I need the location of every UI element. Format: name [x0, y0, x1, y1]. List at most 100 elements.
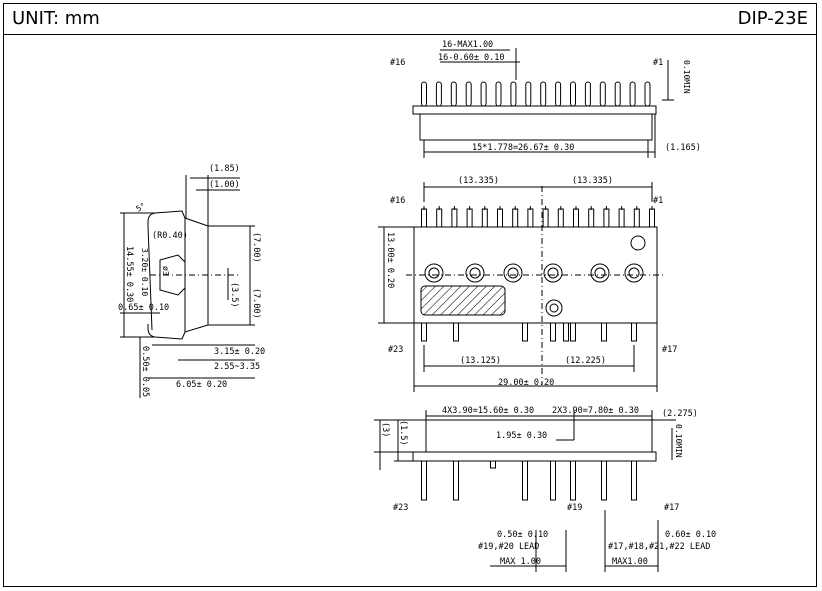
front-top-pin — [466, 208, 473, 228]
mounting-hole — [424, 263, 444, 283]
top-pin — [584, 81, 591, 107]
front-top-pin — [618, 208, 625, 228]
front-bottom-pin — [570, 322, 576, 342]
side-view-hole — [159, 254, 186, 296]
front-pin23-label: #23 — [388, 345, 403, 355]
mounting-hole-inner — [428, 267, 440, 279]
pin-width-label: 16-0.60± 0.10 — [438, 53, 505, 63]
index-mark — [630, 235, 646, 251]
side-radius-label: (R0.40) — [152, 231, 188, 241]
mounting-hole — [543, 263, 563, 283]
mounting-hole — [545, 299, 563, 317]
side-lead-offset-label: 0.50± 0.05 — [140, 346, 150, 397]
bottom-pin — [601, 460, 607, 501]
front-top-pin — [497, 208, 503, 228]
bottom-d3-label: (3) — [380, 422, 390, 437]
top-pin — [570, 81, 576, 107]
bottom-min-label: 0.10MIN — [674, 424, 683, 458]
mounting-hole-inner — [547, 267, 559, 279]
side-hole-dia-label: ø3 — [161, 266, 170, 276]
front-top-pin — [451, 208, 458, 228]
side-lower-label: (7.00) — [251, 288, 261, 319]
mounting-hole-inner — [628, 267, 640, 279]
half-right-label: (13.335) — [572, 176, 613, 186]
side-lead-thickness-label: 0.65± 0.10 — [118, 303, 169, 313]
side-hole-depth-label: 3.20± 0.10 — [140, 248, 149, 296]
lead-a-pins-label: #19,#20 LEAD — [478, 542, 539, 552]
top-view-pins — [421, 81, 651, 107]
front-top-pin — [633, 208, 640, 228]
front-top-pin — [573, 208, 579, 228]
top-view-base — [412, 105, 657, 115]
body-length-label: 29.00± 0.20 — [498, 378, 554, 388]
front-top-pin — [527, 208, 534, 228]
top-pin — [421, 81, 427, 107]
end-offset-label: (1.165) — [665, 143, 701, 153]
front-top-pin — [421, 208, 427, 228]
lower-left-label: (13.125) — [460, 356, 501, 366]
front-top-pin — [436, 208, 443, 228]
mounting-holes — [424, 235, 646, 317]
bottom-pin23-label: #23 — [393, 503, 408, 513]
mounting-hole — [590, 263, 610, 283]
top-view-body — [419, 113, 653, 141]
bottom-pin17-label: #17 — [664, 503, 679, 513]
bottom-d15-label: (1.5) — [398, 420, 408, 446]
drawing-frame: UNIT: mm DIP-23E — [3, 3, 817, 587]
bottom-pin — [522, 460, 528, 501]
bottom-pin — [490, 460, 496, 469]
top-pin — [495, 81, 502, 107]
front-top-pin — [649, 208, 655, 228]
bottom-gap-label: 1.95± 0.30 — [496, 431, 547, 441]
top-pin — [480, 81, 487, 107]
lead-b-dim-label: 0.60± 0.10 — [665, 530, 716, 540]
top-pin1-label: #1 — [653, 58, 663, 68]
front-top-pin — [603, 208, 610, 228]
pitch-span-label: 15*1.778=26.67± 0.30 — [472, 143, 574, 153]
max-b-label: MAX1.00 — [612, 557, 648, 567]
front-bottom-pin — [601, 322, 607, 342]
front-top-pin — [588, 208, 595, 228]
half-left-label: (13.335) — [458, 176, 499, 186]
top-pin — [540, 81, 547, 107]
bottom-end-label: (2.275) — [662, 409, 698, 419]
top-view — [412, 48, 674, 158]
side-dim-b-label: 2.55~3.35 — [214, 362, 260, 372]
top-pin16-label: #16 — [390, 58, 405, 68]
top-pin — [614, 81, 621, 107]
top-pin — [599, 81, 606, 107]
bottom-pitch-right-label: 2X3.90=7.80± 0.30 — [552, 406, 639, 416]
bottom-view-base — [412, 451, 657, 462]
mounting-hole — [624, 263, 644, 283]
top-pin — [465, 81, 472, 107]
top-pin — [525, 81, 532, 107]
top-pin — [510, 81, 517, 107]
side-view — [120, 175, 255, 398]
front-top-pin — [542, 208, 549, 228]
side-d185-label: (1.85) — [209, 164, 240, 174]
bottom-pin — [421, 460, 427, 501]
front-view — [378, 182, 665, 392]
front-top-pin — [557, 208, 564, 228]
front-view-top-pins — [421, 206, 655, 228]
front-top-pin — [481, 208, 488, 228]
unit-label: UNIT: mm — [12, 8, 100, 29]
front-pin17-label: #17 — [662, 345, 677, 355]
mounting-hole-inner — [549, 303, 559, 313]
bottom-pin — [570, 460, 576, 501]
height-label: 13.00± 0.20 — [385, 232, 395, 288]
lead-b-pins-label: #17,#18,#21,#22 LEAD — [608, 542, 710, 552]
top-pin — [450, 81, 457, 107]
side-dim-a-label: 3.15± 0.20 — [214, 347, 265, 357]
top-thickness-label: 0.10MIN — [682, 60, 691, 94]
side-upper-label: (7.00) — [251, 232, 261, 263]
lead-a-dim-label: 0.50± 0.10 — [497, 530, 548, 540]
package-name: DIP-23E — [737, 8, 808, 29]
bottom-pitch-left-label: 4X3.90=15.60± 0.30 — [442, 406, 534, 416]
lower-right-label: (12.225) — [565, 356, 606, 366]
side-dim-c-label: 6.05± 0.20 — [176, 380, 227, 390]
front-view-bottom-pins — [421, 322, 637, 342]
max-a-label: MAX 1.00 — [500, 557, 541, 567]
mounting-hole — [465, 263, 485, 283]
